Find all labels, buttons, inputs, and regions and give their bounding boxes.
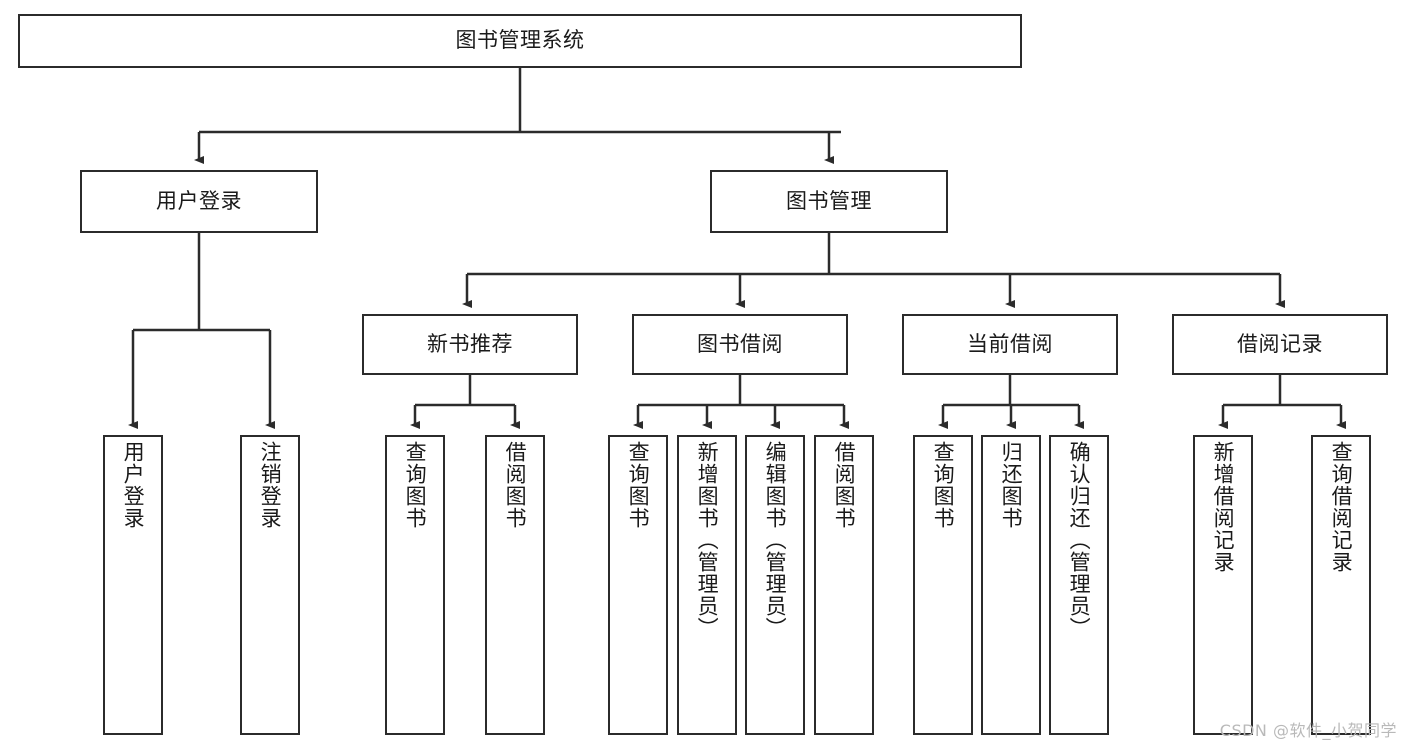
node-label: 借阅图书: [832, 441, 857, 529]
node-label: 当前借阅: [967, 331, 1053, 356]
node-user-login[interactable]: 用户登录: [80, 170, 318, 233]
node-leaf-query-record[interactable]: 查询借阅记录: [1311, 435, 1371, 735]
node-leaf-edit-book[interactable]: 编辑图书（管理员）: [745, 435, 805, 735]
node-leaf-borrow-book-1[interactable]: 借阅图书: [485, 435, 545, 735]
node-leaf-query-book-3[interactable]: 查询图书: [913, 435, 973, 735]
node-label: 借阅记录: [1237, 331, 1323, 356]
node-leaf-logout[interactable]: 注销登录: [240, 435, 300, 735]
node-label: 查询图书: [931, 441, 956, 529]
node-book-manage[interactable]: 图书管理: [710, 170, 948, 233]
node-label: 编辑图书（管理员）: [763, 441, 788, 639]
node-label: 借阅图书: [503, 441, 528, 529]
node-root-system[interactable]: 图书管理系统: [18, 14, 1022, 68]
node-label: 用户登录: [156, 188, 242, 213]
node-label: 图书管理: [786, 188, 872, 213]
node-label: 新增图书（管理员）: [695, 441, 720, 639]
node-label: 用户登录: [121, 441, 146, 529]
node-leaf-query-book-2[interactable]: 查询图书: [608, 435, 668, 735]
node-borrow-record[interactable]: 借阅记录: [1172, 314, 1388, 375]
node-leaf-add-record[interactable]: 新增借阅记录: [1193, 435, 1253, 735]
node-label: 注销登录: [258, 441, 283, 529]
node-leaf-query-book-1[interactable]: 查询图书: [385, 435, 445, 735]
node-leaf-return-book[interactable]: 归还图书: [981, 435, 1041, 735]
node-leaf-confirm-return[interactable]: 确认归还（管理员）: [1049, 435, 1109, 735]
node-leaf-user-login[interactable]: 用户登录: [103, 435, 163, 735]
node-new-book-recommend[interactable]: 新书推荐: [362, 314, 578, 375]
node-leaf-add-book[interactable]: 新增图书（管理员）: [677, 435, 737, 735]
node-book-borrow[interactable]: 图书借阅: [632, 314, 848, 375]
node-label: 归还图书: [999, 441, 1024, 529]
node-current-borrow[interactable]: 当前借阅: [902, 314, 1118, 375]
node-label: 图书借阅: [697, 331, 783, 356]
node-label: 新书推荐: [427, 331, 513, 356]
node-label: 确认归还（管理员）: [1067, 441, 1092, 639]
node-label: 查询借阅记录: [1329, 441, 1354, 573]
node-leaf-borrow-book-2[interactable]: 借阅图书: [814, 435, 874, 735]
node-label: 查询图书: [403, 441, 428, 529]
node-label: 查询图书: [626, 441, 651, 529]
node-label: 新增借阅记录: [1211, 441, 1236, 573]
